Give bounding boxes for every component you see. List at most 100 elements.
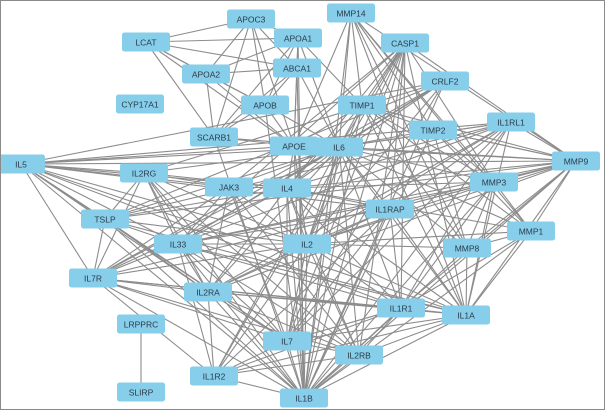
edge-lcat-scarb1 [145, 41, 215, 138]
edge-il2-il1r2 [213, 243, 308, 377]
node-box [81, 209, 129, 229]
edge-il6-il2 [306, 146, 340, 245]
node-label: SLIRP [129, 388, 154, 398]
node-label: IL2RA [196, 288, 220, 298]
node-tslp[interactable]: TSLP [81, 209, 129, 229]
node-label: LCAT [135, 38, 156, 48]
edge-apoa1-scarb1 [213, 37, 299, 138]
edge-mmp8-il1a [465, 247, 468, 316]
node-label: IL7 [281, 337, 293, 347]
edge-mmp3-mmp8 [466, 181, 495, 249]
node-label: IL1RAP [375, 205, 405, 215]
node-label: IL1A [457, 311, 475, 321]
edge-mmp8-il2 [306, 243, 468, 249]
node-box [327, 3, 375, 23]
edge-il1rap-il1a [389, 208, 467, 316]
node-cyp17a1[interactable]: CYP17A1 [116, 94, 164, 114]
node-il1rl1[interactable]: IL1RL1 [487, 112, 535, 132]
node-label: IL2RB [347, 351, 371, 361]
node-label: MMP3 [482, 178, 507, 188]
edge-il6-il2rb [338, 146, 360, 356]
node-label: IL4 [281, 184, 293, 194]
edge-casp1-il1a [404, 42, 467, 316]
edge-il2ra-il1r1 [207, 291, 402, 309]
edge-il1rl1-il1rap [389, 121, 512, 210]
node-il2rg[interactable]: IL2RG [120, 163, 168, 183]
edge-il5-il33 [20, 163, 179, 245]
node-il33[interactable]: IL33 [154, 234, 202, 254]
edge-il6-il1r2 [213, 146, 340, 377]
node-box [443, 238, 491, 258]
node-il2ra[interactable]: IL2RA [184, 282, 232, 302]
node-box [205, 177, 253, 197]
node-slirp[interactable]: SLIRP [117, 382, 165, 402]
node-label: IL2RG [132, 169, 157, 179]
node-label: MMP9 [564, 157, 589, 167]
node-il1r2[interactable]: IL1R2 [190, 366, 238, 386]
node-label: CRLF2 [432, 77, 459, 87]
edge-abca1-apoe [293, 67, 298, 147]
node-il6[interactable]: IL6 [315, 137, 363, 157]
node-il1rap[interactable]: IL1RAP [366, 199, 414, 219]
node-timp1[interactable]: TIMP1 [338, 95, 386, 115]
edge-il6-mmp3 [338, 146, 495, 183]
node-mmp9[interactable]: MMP9 [552, 151, 600, 171]
edge-il2-il7r [92, 243, 308, 279]
edge-il5-il7r [20, 163, 94, 279]
node-il1r1[interactable]: IL1R1 [377, 298, 425, 318]
edge-il1rl1-il2 [306, 121, 512, 245]
node-apoa2[interactable]: APOA2 [182, 64, 230, 84]
edge-il5-apoe [20, 145, 295, 165]
node-mmp14[interactable]: MMP14 [327, 3, 375, 23]
node-lrpprc[interactable]: LRPPRC [117, 314, 165, 334]
node-box [470, 172, 518, 192]
node-mmp1[interactable]: MMP1 [507, 221, 555, 241]
node-jak3[interactable]: JAK3 [205, 177, 253, 197]
node-il7r[interactable]: IL7R [69, 268, 117, 288]
edge-il1rl1-il1a [465, 121, 512, 316]
node-il4[interactable]: IL4 [263, 178, 311, 198]
node-crlf2[interactable]: CRLF2 [421, 71, 469, 91]
node-mmp8[interactable]: MMP8 [443, 238, 491, 258]
edge-tslp-il7 [104, 218, 288, 342]
node-casp1[interactable]: CASP1 [381, 33, 429, 53]
edge-lcat-apoe [145, 41, 295, 147]
node-apoc3[interactable]: APOC3 [227, 9, 275, 29]
node-box [381, 33, 429, 53]
node-scarb1[interactable]: SCARB1 [190, 127, 238, 147]
node-mmp3[interactable]: MMP3 [470, 172, 518, 192]
node-box [69, 268, 117, 288]
node-box [442, 305, 490, 325]
edge-tslp-il2 [104, 218, 308, 245]
node-il2rb[interactable]: IL2RB [335, 345, 383, 365]
edge-il6-il7r [92, 146, 340, 279]
edge-il2-il1b [303, 243, 308, 399]
node-apoe[interactable]: APOE [270, 136, 318, 156]
node-timp2[interactable]: TIMP2 [409, 120, 457, 140]
edge-mmp1-il2 [306, 230, 532, 245]
node-label: JAK3 [219, 183, 240, 193]
edge-casp1-timp1 [361, 42, 406, 106]
edge-lcat-apoa1 [145, 37, 299, 43]
edge-il4-tslp [104, 187, 288, 220]
node-box [227, 9, 275, 29]
node-il1a[interactable]: IL1A [442, 305, 490, 325]
edge-il1rap-il1r1 [389, 208, 402, 309]
node-il5[interactable]: IL5 [1, 154, 45, 174]
edge-apoc3-apob [250, 18, 266, 106]
node-box [366, 199, 414, 219]
node-label: APOA1 [284, 34, 313, 44]
node-abca1[interactable]: ABCA1 [273, 58, 321, 78]
edge-il6-il1b [303, 146, 340, 399]
node-apoa1[interactable]: APOA1 [274, 28, 322, 48]
node-label: CASP1 [391, 39, 419, 49]
node-label: IL1B [295, 394, 313, 404]
node-lcat[interactable]: LCAT [122, 32, 170, 52]
node-apob[interactable]: APOB [241, 95, 289, 115]
edge-il7r-il1b [92, 277, 305, 399]
node-il7[interactable]: IL7 [263, 331, 311, 351]
node-il1b[interactable]: IL1B [280, 388, 328, 408]
node-il2[interactable]: IL2 [283, 234, 331, 254]
edge-abca1-il6 [296, 67, 340, 148]
